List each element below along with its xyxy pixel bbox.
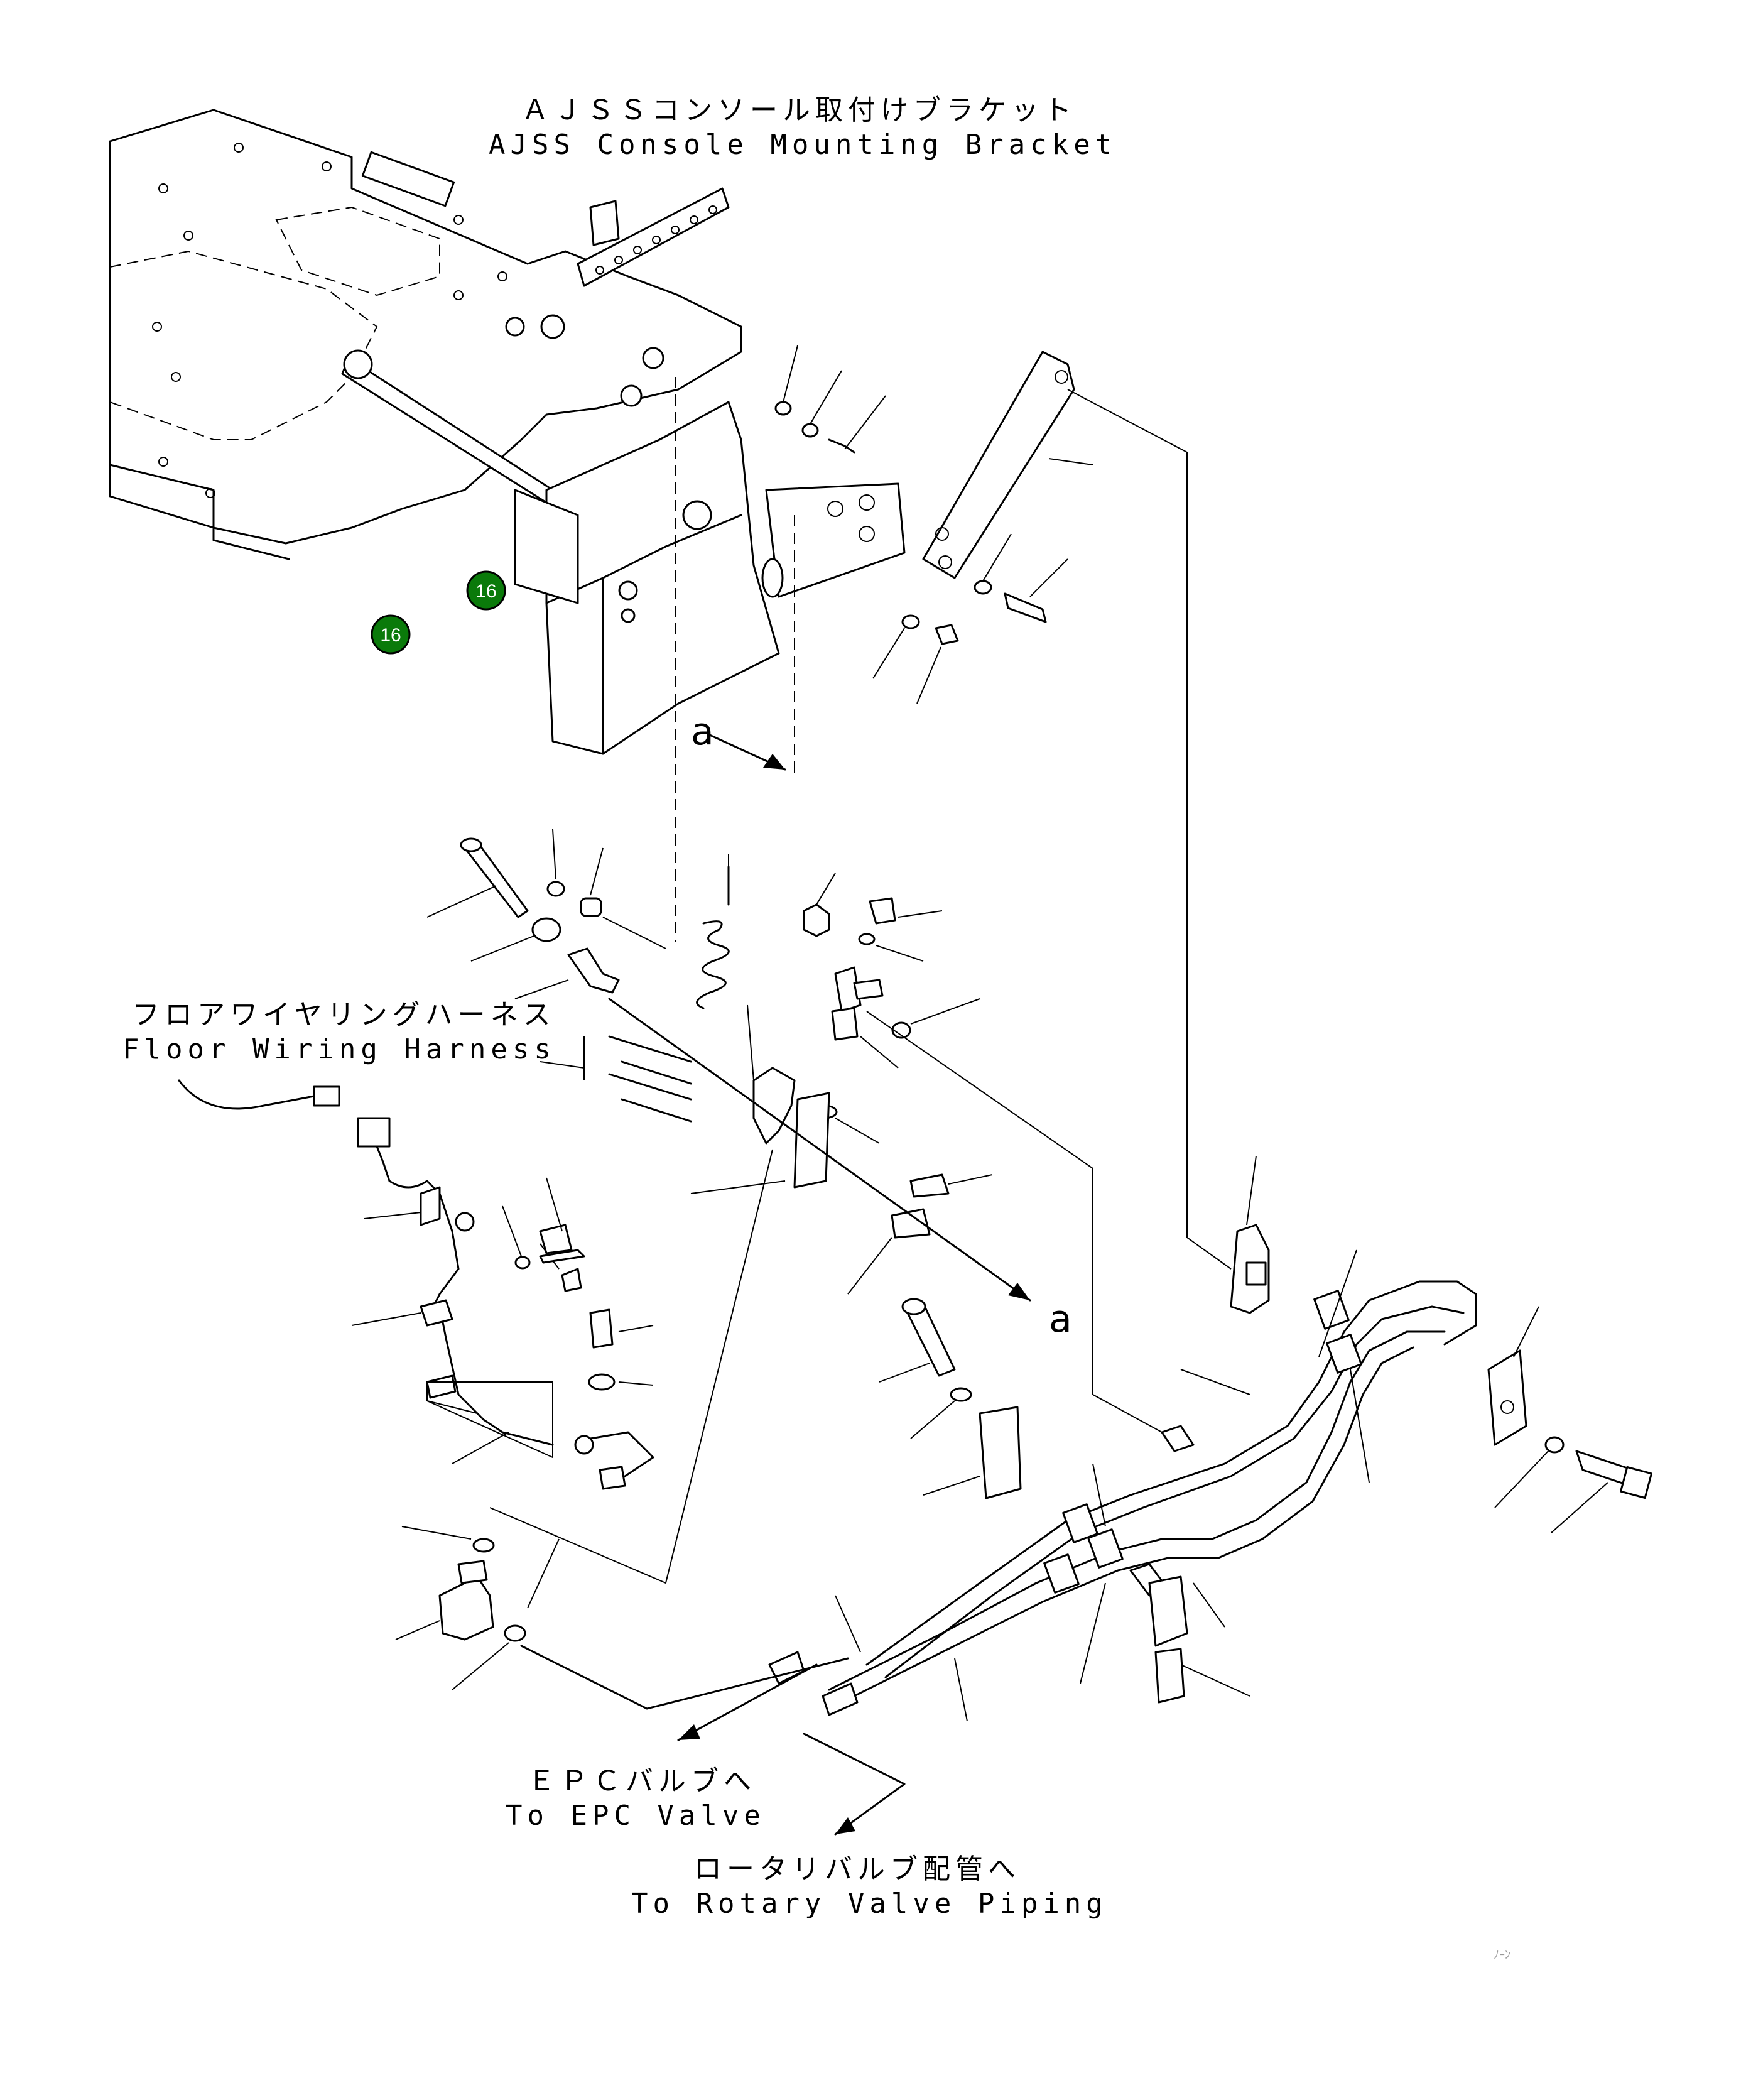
- ladder-holes: [595, 205, 717, 275]
- ajss-label-jp: ＡＪＳＳコンソール取付けブラケット: [521, 94, 1077, 126]
- rotary-label-en: To Rotary Valve Piping: [631, 1888, 1108, 1920]
- epc-label-en: To EPC Valve: [506, 1800, 766, 1832]
- section-a-top: a: [675, 377, 795, 942]
- bracket-fasteners: [774, 345, 886, 454]
- hose-assembly: [395, 1011, 1652, 1836]
- floor-harness-label-en: Floor Wiring Harness: [122, 1033, 556, 1065]
- ref-line-plate: [1067, 389, 1232, 1270]
- floor-wiring-harness: [178, 1079, 654, 1490]
- plate-holes: [152, 143, 507, 498]
- floor-harness-label-jp: フロアワイヤリングハーネス: [132, 999, 556, 1031]
- callout-badge[interactable]: 16: [466, 570, 506, 611]
- section-a-label-top: a: [691, 710, 714, 754]
- exploded-parts: a: [426, 829, 1072, 1341]
- callout-badge[interactable]: 16: [371, 614, 411, 655]
- floor-plate: [109, 109, 742, 560]
- side-plate: [872, 351, 1093, 704]
- callout-badge-text: 16: [380, 625, 401, 646]
- rotary-label-jp: ロータリバルブ配管へ: [694, 1853, 1021, 1885]
- section-a-label-bottom: a: [1049, 1297, 1072, 1341]
- ajss-label-en: AJSS Console Mounting Bracket: [489, 129, 1117, 161]
- footer-mark: ﾉｰﾝ: [1494, 1949, 1510, 1962]
- console-bracket: [505, 187, 906, 755]
- epc-label-jp: ＥＰＣバルブへ: [528, 1765, 756, 1797]
- callout-badge-text: 16: [475, 581, 496, 602]
